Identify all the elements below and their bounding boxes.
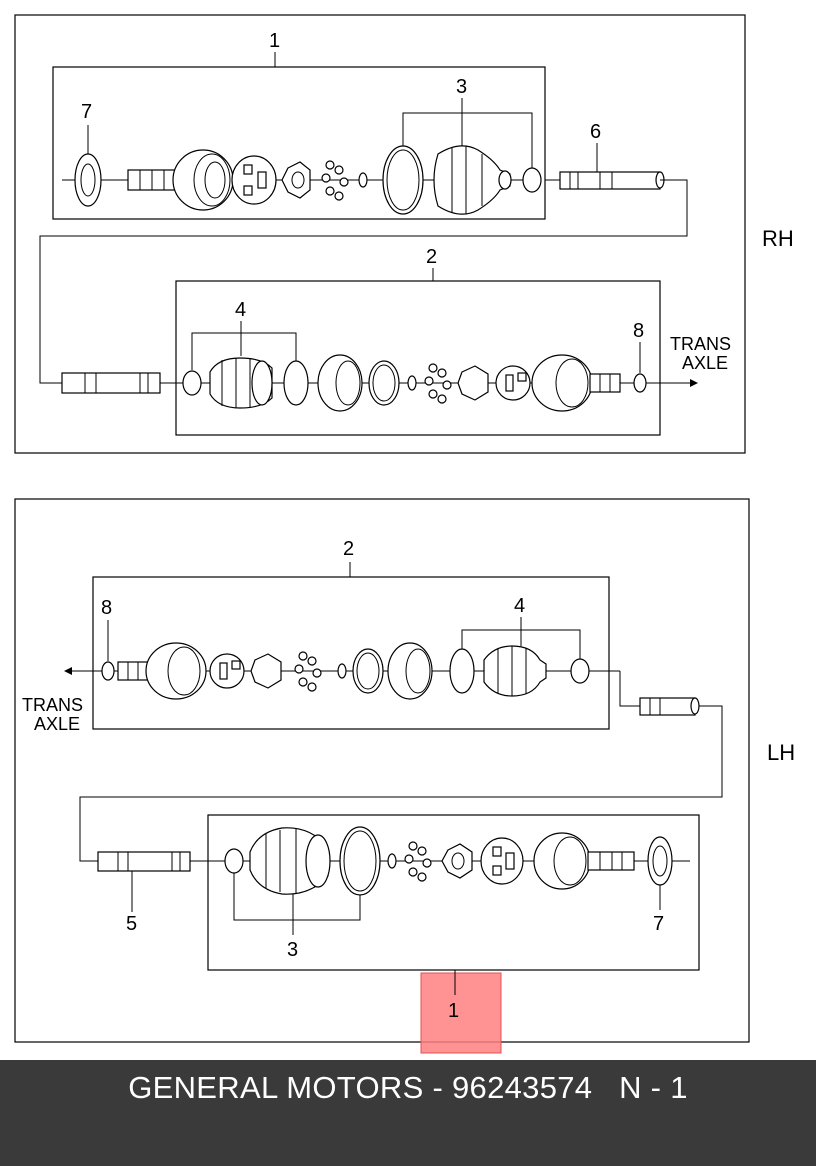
- rh-inner-race: [281, 161, 311, 199]
- footer-part-number: 96243574: [452, 1070, 593, 1105]
- lh-outer-frame: [14, 498, 750, 1043]
- rh-callout-1: 1: [269, 30, 280, 52]
- lh-ball-bearings: [404, 841, 432, 882]
- rh-section: RH 1 7: [14, 14, 794, 454]
- rh-shaft-end: [61, 372, 161, 394]
- lh-cv-cage: [480, 837, 524, 885]
- lh-interconnecting-shaft: [97, 851, 191, 872]
- rh-spider: [457, 365, 489, 401]
- rh-outer-frame: [14, 14, 746, 454]
- exploded-drive-axle-diagram: RH 1 7: [14, 14, 795, 1054]
- footer-bar: [0, 1060, 816, 1166]
- lh-seal-ring: [647, 836, 673, 886]
- rh-trans-label-1: TRANS: [670, 334, 731, 354]
- lh-outer-cv-housing: [533, 832, 591, 890]
- rh-ball-bearings: [321, 160, 349, 201]
- lh-shaft-segment: [639, 697, 696, 716]
- footer-gap: [592, 1070, 619, 1105]
- rh-callout-6: 6: [590, 121, 601, 143]
- lh-side-label: LH: [767, 740, 795, 765]
- rh-inner-clamp-large: [283, 360, 309, 406]
- rh-retaining-ring: [368, 360, 400, 406]
- rh-circlip: [633, 373, 647, 393]
- lh-inner-race: [441, 843, 473, 879]
- rh-snap-ring: [358, 172, 368, 188]
- rh-callout-8: 8: [633, 320, 644, 342]
- lh-callout-2: 2: [343, 538, 354, 560]
- lh-retaining-ring: [352, 648, 384, 694]
- rh-cv-boot: [433, 145, 511, 215]
- rh-boot-clamp-large: [382, 145, 424, 215]
- rh-tripot-housing: [317, 354, 363, 412]
- rh-callout-7: 7: [81, 101, 92, 123]
- rh-callout-3: 3: [456, 76, 467, 98]
- lh-callout-8: 8: [101, 597, 112, 619]
- lh-callout-4: 4: [514, 595, 525, 617]
- rh-trans-label-2: AXLE: [682, 353, 728, 373]
- lh-trans-label-2: AXLE: [34, 714, 80, 734]
- rh-outer-cv-housing: [172, 149, 234, 211]
- footer-note: N - 1: [619, 1070, 688, 1105]
- lh-group-2-box: [92, 576, 610, 730]
- footer-caption: GENERAL MOTORS - 96243574 N - 1: [0, 1070, 816, 1106]
- rh-inner-clamp-small: [182, 370, 202, 396]
- rh-group-1-box: [52, 66, 546, 220]
- lh-inner-balls: [294, 651, 322, 692]
- lh-boot-clamp-small: [224, 848, 244, 874]
- lh-trans-label-1: TRANS: [22, 695, 83, 715]
- lh-inner-boot: [483, 645, 547, 697]
- lh-group-1-box: [207, 814, 700, 971]
- lh-section: LH 2 TRANS AXLE 8: [14, 498, 795, 1054]
- rh-side-label: RH: [762, 226, 794, 251]
- rh-cv-cage: [231, 155, 277, 205]
- highlight-box: [420, 972, 502, 1054]
- lh-callout-5: 5: [126, 913, 137, 935]
- lh-tripot-housing: [387, 642, 433, 700]
- lh-inner-cv-housing: [145, 642, 207, 700]
- lh-outer-stub-shaft: [587, 851, 635, 871]
- lh-callout-3: 3: [287, 939, 298, 961]
- rh-inner-balls: [424, 363, 452, 404]
- rh-seal-ring: [74, 153, 102, 207]
- lh-inner-clamp-large: [449, 648, 475, 694]
- lh-callout-7: 7: [653, 913, 664, 935]
- rh-group-2-box: [175, 280, 661, 436]
- footer-brand: GENERAL MOTORS: [128, 1070, 424, 1105]
- rh-transaxle-stub: [589, 373, 621, 393]
- lh-inner-clamp-small: [570, 658, 590, 684]
- rh-callout-2: 2: [426, 246, 437, 268]
- footer-separator: -: [423, 1070, 452, 1105]
- rh-boot-clamp-small: [522, 167, 542, 193]
- lh-circlip: [101, 661, 115, 681]
- lh-spider: [250, 653, 282, 689]
- rh-callout-4: 4: [235, 299, 246, 321]
- lh-transaxle-stub: [117, 661, 149, 681]
- lh-boot-clamp-large: [339, 826, 381, 896]
- rh-inner-cv-housing: [531, 354, 593, 412]
- rh-interconnecting-shaft: [559, 171, 661, 190]
- rh-outer-stub-shaft: [127, 169, 179, 191]
- lh-callout-1: 1: [448, 1000, 459, 1022]
